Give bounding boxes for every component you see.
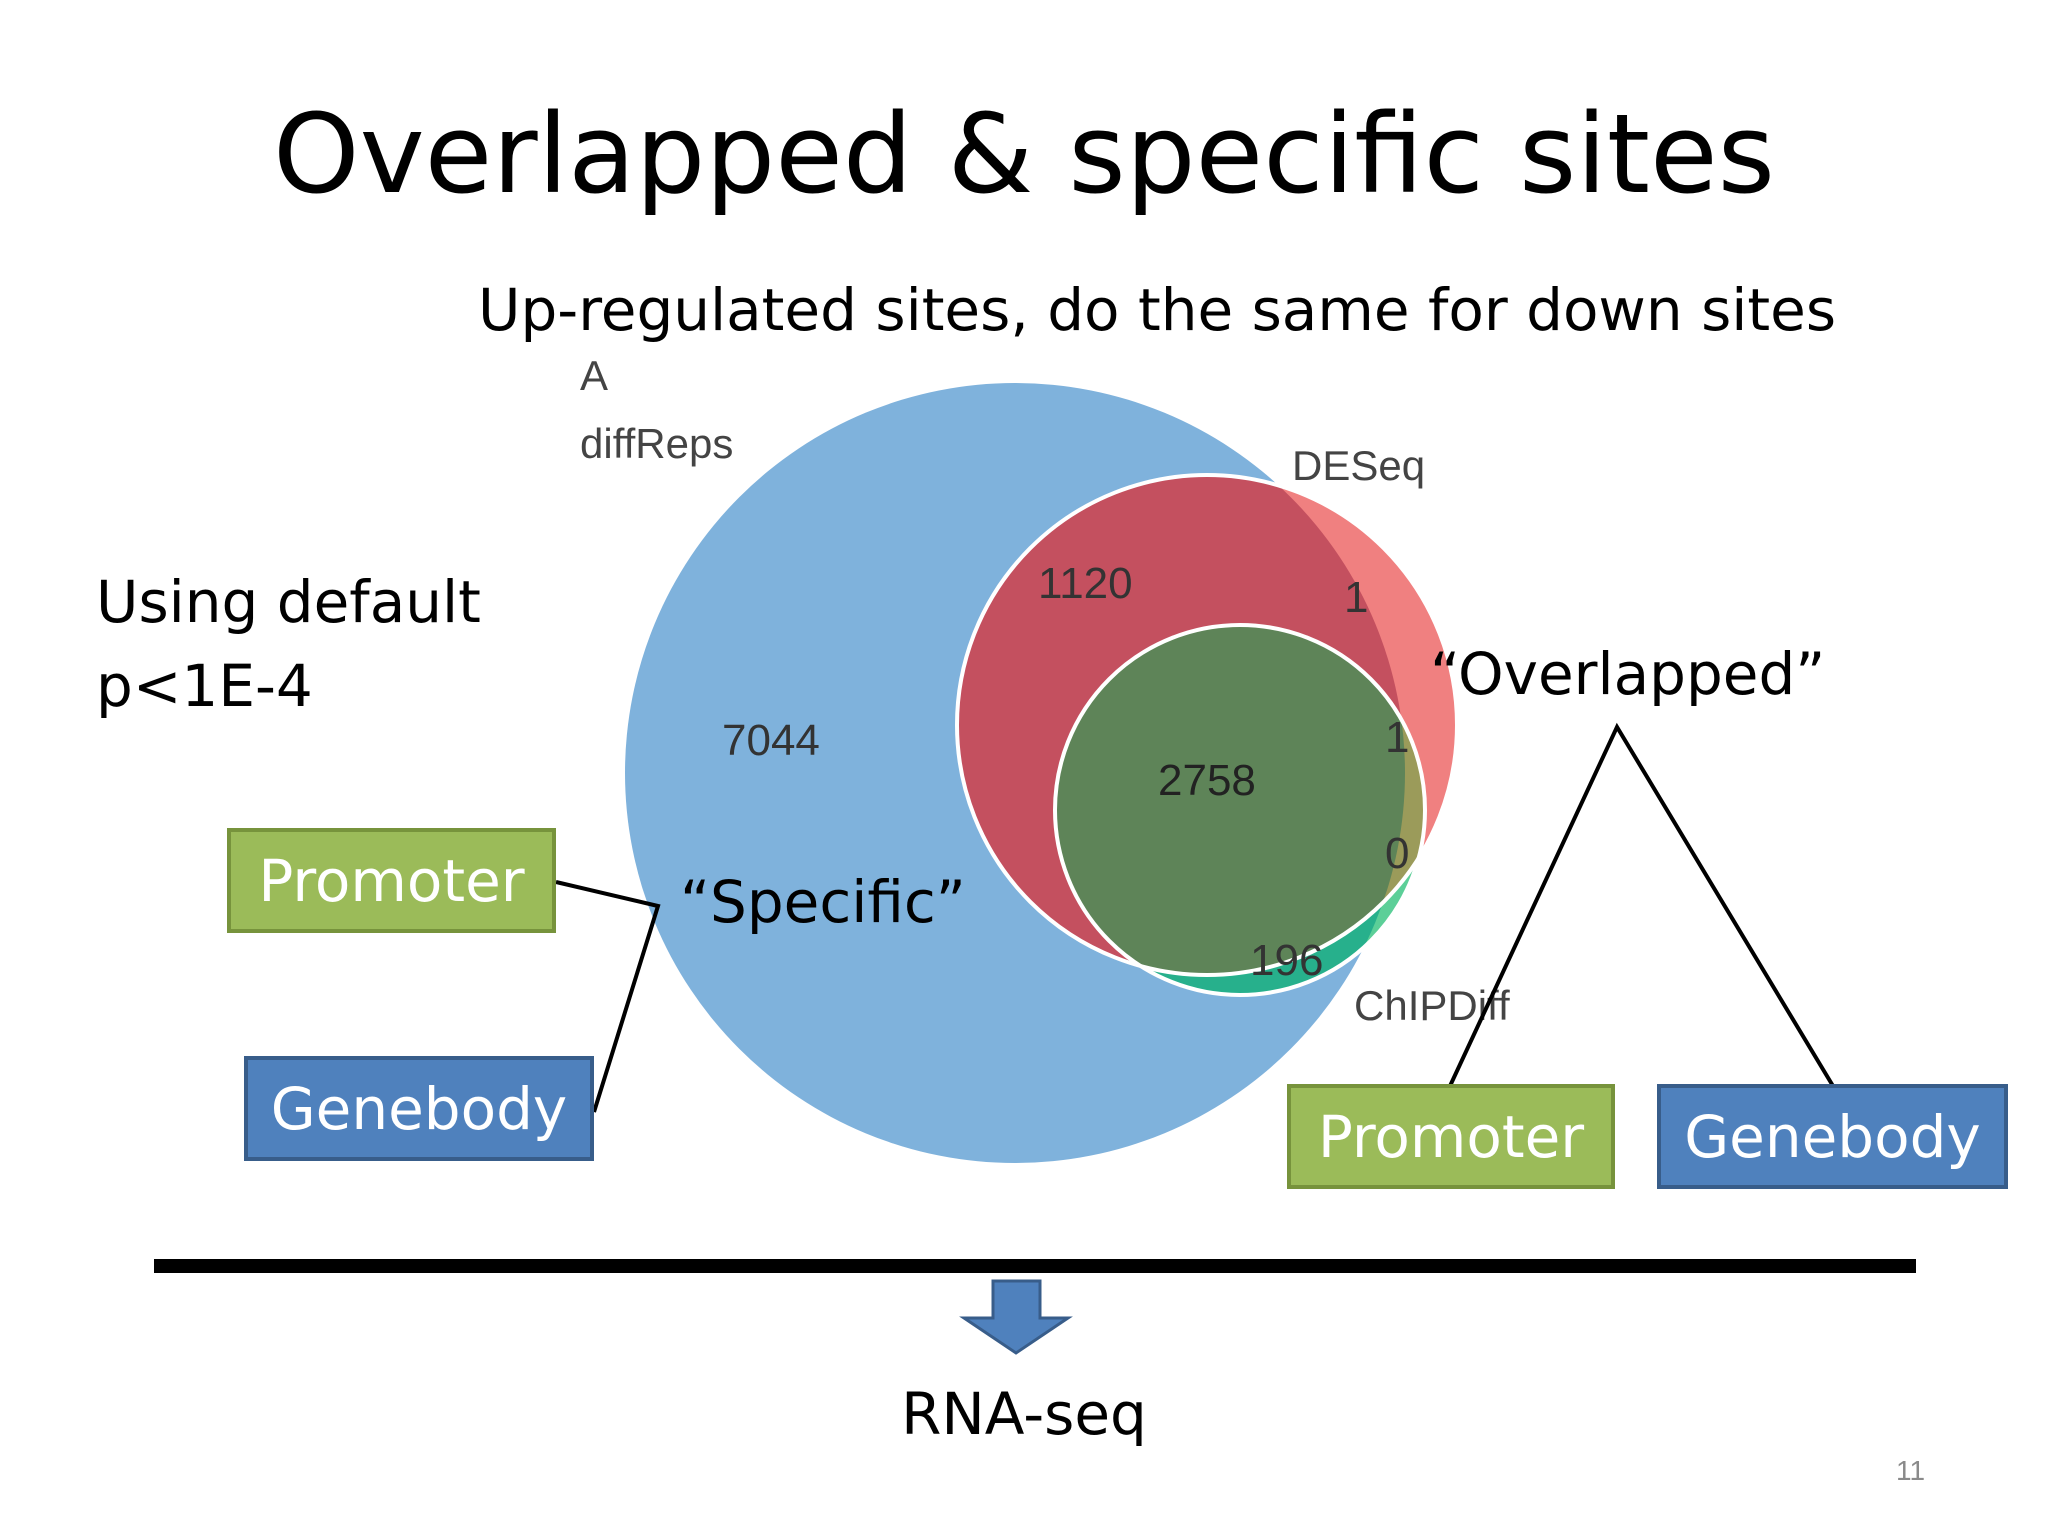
venn-region-all-three — [1055, 625, 1405, 975]
page-number: 11 — [1896, 1455, 1926, 1486]
down-arrow-icon — [959, 1279, 1073, 1355]
specific-connector-lines — [555, 880, 661, 1113]
venn-count-deseq-chipdiff: 1 — [1385, 713, 1409, 762]
venn-outline-chipdiff — [1053, 623, 1427, 997]
venn-count-diffreps-chipdiff: 196 — [1250, 936, 1323, 985]
right-promoter-label: Promoter — [1317, 1102, 1585, 1171]
threshold-note: Using default p<1E-4 — [96, 560, 481, 728]
set-label-deseq: DESeq — [1292, 442, 1425, 489]
threshold-note-line-2: p<1E-4 — [96, 652, 313, 721]
left-genebody-label: Genebody — [270, 1074, 568, 1143]
venn-outline-deseq — [955, 473, 1459, 977]
set-label-chipdiff: ChIPDiff — [1354, 982, 1510, 1029]
set-label-diffreps: diffReps — [580, 420, 733, 467]
venn-panel-letter: A — [580, 352, 608, 399]
venn-count-all-three: 2758 — [1158, 756, 1256, 805]
specific-label: “Specific” — [680, 868, 966, 936]
slide-title: Overlapped & specific sites — [273, 90, 1775, 218]
left-promoter-label: Promoter — [258, 846, 525, 915]
threshold-note-line-1: Using default — [96, 568, 481, 636]
venn-count-deseq-only: 1 — [1344, 573, 1368, 622]
right-promoter-box: Promoter — [1287, 1084, 1615, 1189]
left-genebody-box: Genebody — [244, 1056, 594, 1161]
slide-subtitle: Up-regulated sites, do the same for down… — [478, 276, 1837, 344]
venn-count-diffreps-deseq: 1120 — [1038, 559, 1133, 608]
right-genebody-label: Genebody — [1684, 1102, 1981, 1171]
venn-count-chipdiff-only: 0 — [1385, 829, 1409, 878]
left-promoter-box: Promoter — [227, 828, 556, 933]
venn-count-diffreps-only: 7044 — [722, 716, 820, 765]
overlapped-label: “Overlapped” — [1430, 640, 1826, 708]
right-genebody-box: Genebody — [1657, 1084, 2008, 1189]
overlapped-connector-lines — [1448, 722, 1835, 1088]
rna-seq-label: RNA-seq — [901, 1380, 1147, 1448]
